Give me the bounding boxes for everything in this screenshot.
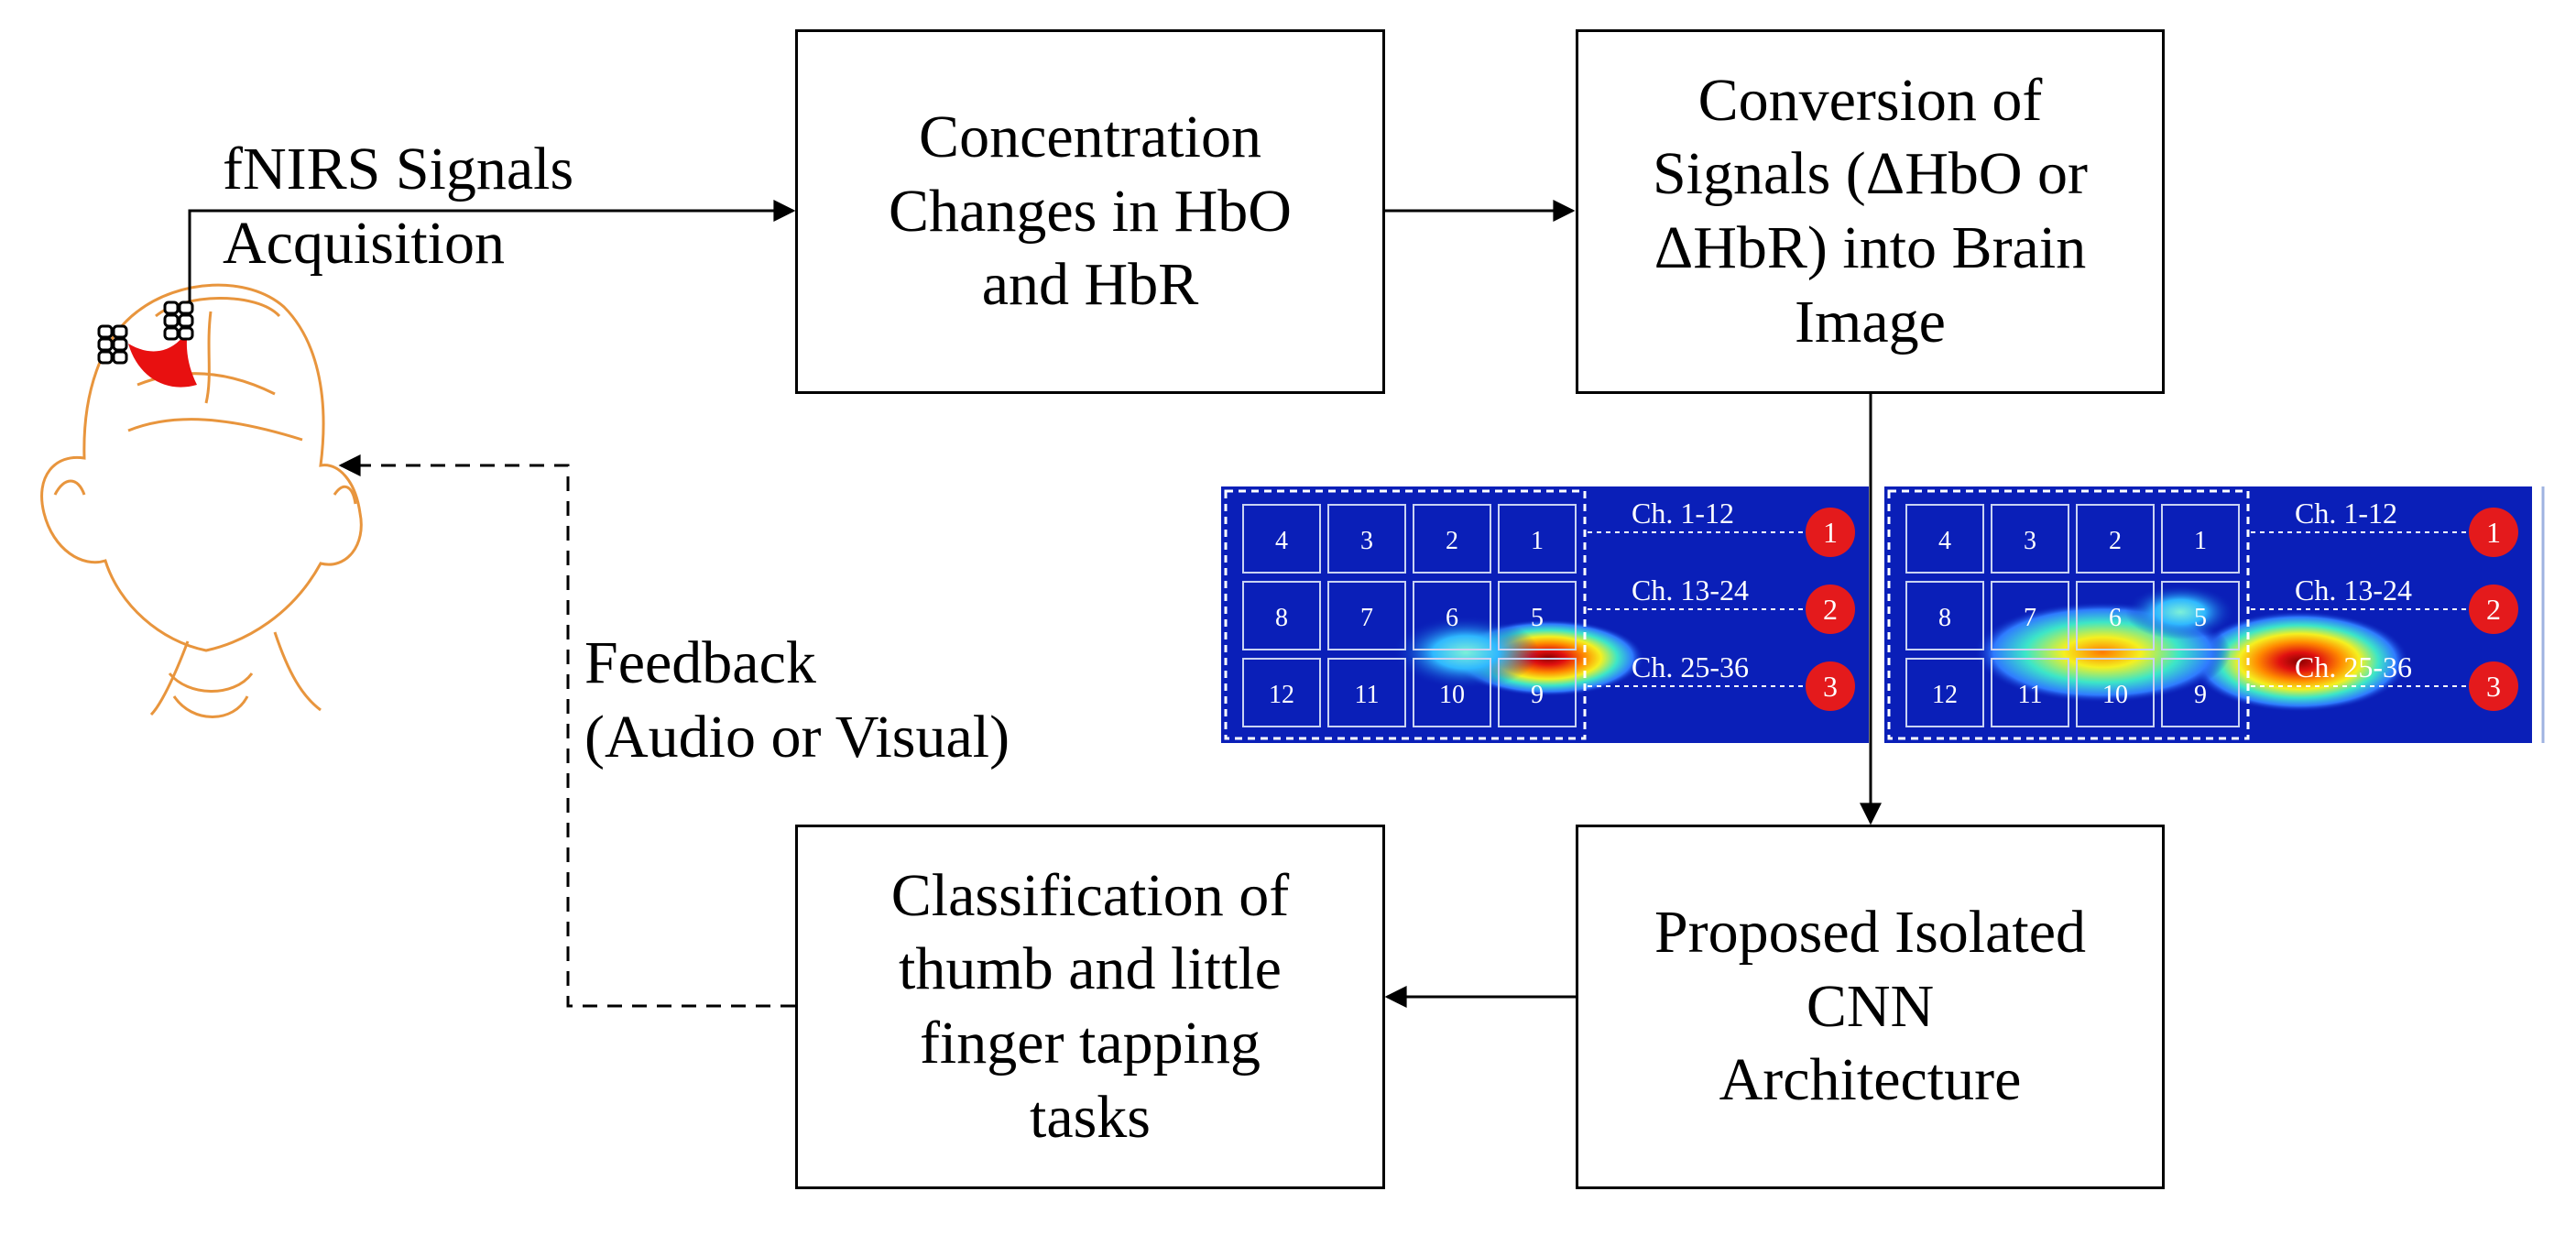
grid-cell bbox=[1991, 581, 2069, 650]
grid-cell bbox=[1327, 658, 1406, 727]
channel-badge-number: 1 bbox=[1823, 516, 1838, 549]
grid-cell-number: 12 bbox=[1269, 681, 1294, 709]
channel-grid-frame bbox=[1224, 489, 1587, 740]
channel-badge bbox=[1806, 661, 1855, 711]
grid-cell-number: 8 bbox=[1938, 604, 1951, 632]
grid-cell-number: 2 bbox=[2109, 527, 2122, 555]
feedback-label: Feedback (Audio or Visual) bbox=[584, 629, 1010, 771]
grid-cell bbox=[1327, 581, 1406, 650]
conversion-box: Conversion of Signals (ΔHbO or ΔHbR) int… bbox=[1576, 29, 2165, 394]
channel-badge bbox=[2469, 661, 2518, 711]
grid-cell bbox=[1991, 504, 2069, 574]
conversion-text: Conversion of Signals (ΔHbO or ΔHbR) int… bbox=[1652, 66, 2089, 355]
grid-cell-number: 6 bbox=[1446, 604, 1458, 632]
map-background bbox=[1221, 486, 1869, 743]
grid-cell bbox=[1905, 581, 1984, 650]
grid-cell bbox=[1413, 504, 1491, 574]
feedback-arrow bbox=[338, 454, 795, 1008]
grid-cell-number: 8 bbox=[1275, 604, 1288, 632]
grid-cell-number: 9 bbox=[1531, 681, 1544, 709]
grid-cell-number: 1 bbox=[1531, 527, 1544, 555]
grid-cell bbox=[2161, 504, 2240, 574]
grid-cell bbox=[1498, 504, 1577, 574]
channel-label: Ch. 1-12 bbox=[2295, 497, 2397, 530]
optode-icon bbox=[97, 301, 194, 365]
grid-cell bbox=[1413, 658, 1491, 727]
channel-badge-number: 3 bbox=[2486, 670, 2501, 703]
grid-cell-number: 4 bbox=[1275, 527, 1288, 555]
grid-cell bbox=[1498, 658, 1577, 727]
concentration-text: Concentration Changes in HbO and HbR bbox=[889, 104, 1292, 319]
grid-cell bbox=[2076, 504, 2155, 574]
channel-label: Ch. 13-24 bbox=[2295, 574, 2412, 607]
channel-label: Ch. 25-36 bbox=[1632, 650, 1749, 683]
grid-cell-number: 1 bbox=[2194, 527, 2207, 555]
channel-badge bbox=[2469, 508, 2518, 557]
activation-region-icon bbox=[128, 330, 197, 388]
grid-cell bbox=[1498, 581, 1577, 650]
channel-badge-number: 3 bbox=[1823, 670, 1838, 703]
grid-cell bbox=[1991, 658, 2069, 727]
grid-cell-number: 9 bbox=[2194, 681, 2207, 709]
channel-label: Ch. 1-12 bbox=[1632, 497, 1734, 530]
channel-badge-number: 2 bbox=[1823, 593, 1838, 626]
channel-badge bbox=[2469, 585, 2518, 634]
grid-cell-number: 11 bbox=[1355, 681, 1380, 709]
grid-cell bbox=[2161, 581, 2240, 650]
acquisition-arrow bbox=[188, 200, 796, 302]
channel-label: Ch. 25-36 bbox=[2295, 650, 2412, 683]
grid-cell bbox=[1242, 504, 1321, 574]
acquisition-label: fNIRS Signals Acquisition bbox=[223, 136, 574, 277]
brain-map-1: 4 3 2 1 8 7 6 5 12 11 10 9 Ch. 1-12 1Ch. 13-24 2Ch. 25… bbox=[1221, 486, 1869, 743]
grid-cell-number: 7 bbox=[2024, 604, 2036, 632]
grid-cell-number: 5 bbox=[1531, 604, 1544, 632]
grid-cell bbox=[1905, 504, 1984, 574]
classification-text: Classification of thumb and little finge… bbox=[890, 861, 1290, 1151]
head-with-optodes-icon bbox=[40, 283, 363, 718]
grid-cell-number: 4 bbox=[1938, 527, 1951, 555]
grid-cell-number: 3 bbox=[1360, 527, 1373, 555]
grid-cell bbox=[1905, 658, 1984, 727]
classification-box: Classification of thumb and little finge… bbox=[795, 825, 1385, 1189]
grid-cell bbox=[1413, 581, 1491, 650]
channel-grid-frame bbox=[1887, 489, 2250, 740]
activation-blob bbox=[1392, 616, 1539, 689]
grid-cell bbox=[1242, 658, 1321, 727]
cnn-text: Proposed Isolated CNN Architecture bbox=[1654, 899, 2087, 1114]
brain-map-2: 4 3 2 1 8 7 6 5 12 11 10 9 Ch. 1-12 1Ch. 13-24 2Ch. 25… bbox=[1884, 486, 2532, 743]
channel-badge bbox=[1806, 585, 1855, 634]
channel-badge-number: 1 bbox=[2486, 516, 2501, 549]
grid-cell-number: 10 bbox=[1439, 681, 1465, 709]
channel-label: Ch. 13-24 bbox=[1632, 574, 1749, 607]
grid-cell-number: 11 bbox=[2018, 681, 2043, 709]
grid-cell-number: 3 bbox=[2024, 527, 2036, 555]
grid-cell-number: 7 bbox=[1360, 604, 1373, 632]
channel-badge-number: 2 bbox=[2486, 593, 2501, 626]
grid-cell bbox=[1242, 581, 1321, 650]
grid-cell bbox=[2076, 658, 2155, 727]
cnn-box: Proposed Isolated CNN Architecture bbox=[1576, 825, 2165, 1189]
concentration-box: Concentration Changes in HbO and HbR bbox=[795, 29, 1385, 394]
activation-blob bbox=[2125, 585, 2235, 639]
grid-cell bbox=[1327, 504, 1406, 574]
grid-cell-number: 6 bbox=[2109, 604, 2122, 632]
grid-cell bbox=[2076, 581, 2155, 650]
grid-cell-number: 12 bbox=[1932, 681, 1958, 709]
channel-badge bbox=[1806, 508, 1855, 557]
grid-cell-number: 5 bbox=[2194, 604, 2207, 632]
grid-cell bbox=[2161, 658, 2240, 727]
grid-cell-number: 2 bbox=[1446, 527, 1458, 555]
grid-cell-number: 10 bbox=[2102, 681, 2128, 709]
